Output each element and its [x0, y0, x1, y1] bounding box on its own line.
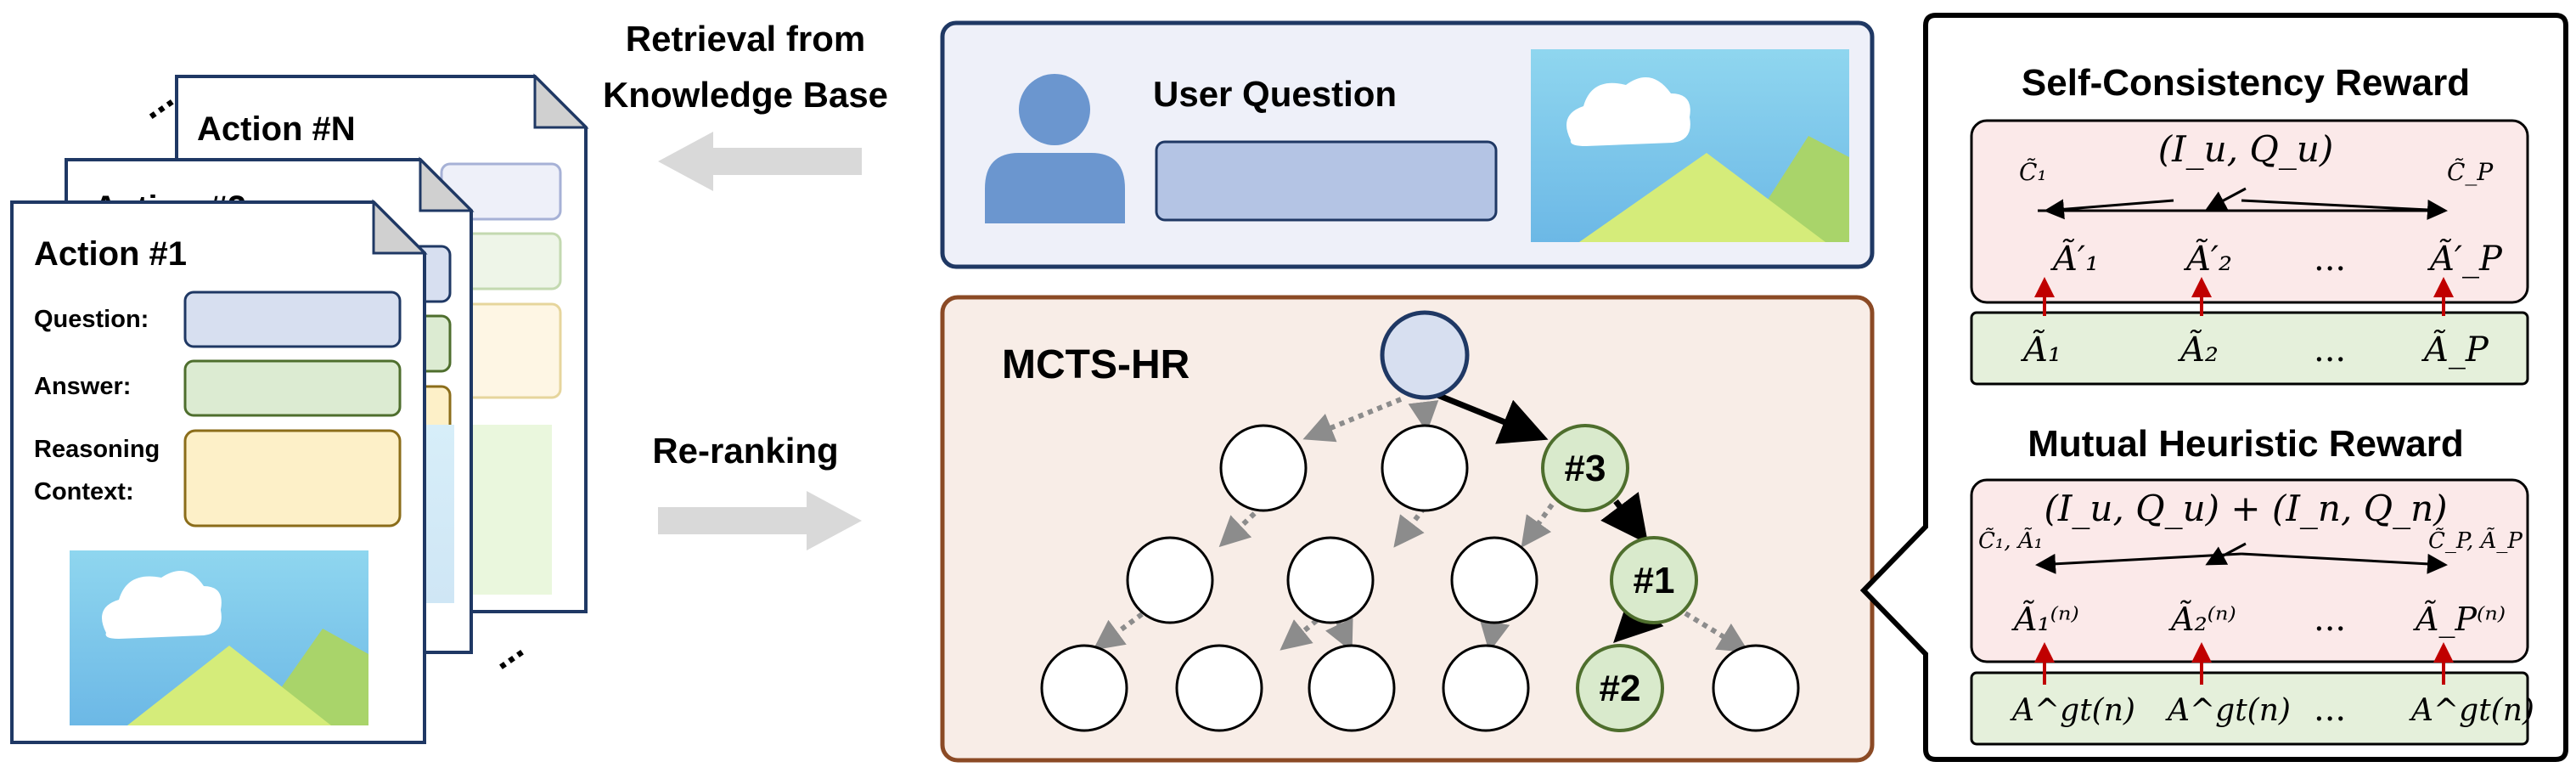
sc-red-arrows	[2034, 277, 2454, 316]
sc-a2-prime: Ã′₂	[2183, 239, 2232, 279]
sc-cp: C̃_P	[2447, 158, 2494, 186]
node-3-label: #3	[1565, 448, 1606, 489]
tree-node	[1712, 644, 1800, 732]
mh-arrows	[2035, 542, 2448, 574]
tree-node	[1040, 644, 1128, 732]
tree-node	[1219, 424, 1308, 512]
action-cards: Action #N ... Action #2 ... Action #1 Qu…	[10, 73, 589, 744]
retrieval-label: Retrieval from Knowledge Base	[603, 19, 888, 115]
reranking-arrow	[658, 491, 862, 550]
mh-a2n: Ã₂⁽ⁿ⁾	[2168, 601, 2236, 638]
svg-text:Knowledge Base: Knowledge Base	[603, 75, 888, 115]
mh-right-label: C̃_P, Ã_P	[2428, 527, 2523, 554]
selected-path	[1436, 392, 1664, 643]
node-3	[1541, 424, 1629, 512]
mh-ellipsis-2: ...	[2314, 690, 2346, 729]
card-dots-top: ...	[132, 76, 181, 127]
mh-a1n: Ã₁⁽ⁿ⁾	[2011, 601, 2079, 638]
tree-node	[1286, 536, 1375, 624]
tree-node	[1126, 536, 1214, 624]
mh-green-box	[1970, 671, 2529, 746]
sc-c1: C̃₁	[2019, 158, 2047, 186]
mh-left-label: C̃₁, Ã₁	[1978, 527, 2043, 554]
folded-corner	[372, 199, 428, 255]
card-n-title: Action #N	[197, 110, 356, 148]
question-input-box	[1155, 140, 1498, 222]
node-1	[1610, 536, 1698, 624]
mh-gt-p: A^gt(n)	[2409, 693, 2534, 728]
svg-text:Retrieval from: Retrieval from	[626, 19, 865, 59]
sc-a2: Ã₂	[2177, 330, 2219, 370]
sc-query: (I_u, Q_u)	[2158, 128, 2334, 170]
tree-node	[1450, 536, 1538, 624]
action-card-1: Action #1 Question: Answer: Reasoning Co…	[10, 199, 428, 744]
sc-ap: Ã_P	[2421, 330, 2489, 370]
reranking-label: Re-ranking	[652, 431, 838, 471]
root-node	[1380, 310, 1470, 400]
sc-green-box	[1970, 311, 2529, 386]
reasoning-label-2: Context:	[34, 478, 134, 505]
mh-gt-1: A^gt(n)	[2010, 693, 2135, 728]
reasoning-label-1: Reasoning	[34, 436, 160, 463]
sc-ellipsis-2: ...	[2314, 330, 2346, 370]
mh-red-arrows	[2034, 642, 2454, 685]
node-2	[1576, 644, 1664, 732]
mh-query: (I_u, Q_u) + (I_n, Q_n)	[2044, 488, 2447, 529]
card-1-title: Action #1	[34, 235, 187, 273]
landscape-image-icon	[1531, 49, 1849, 242]
self-consistency-title: Self-Consistency Reward	[2022, 62, 2470, 104]
answer-label: Answer:	[34, 373, 131, 400]
folded-corner	[419, 156, 475, 212]
node-2-label: #2	[1600, 668, 1641, 709]
mh-ellipsis: ...	[2314, 600, 2346, 639]
mh-apn: Ã_P⁽ⁿ⁾	[2413, 601, 2506, 639]
tree-node	[1175, 644, 1263, 732]
user-icon	[985, 74, 1125, 223]
sc-arrows	[2038, 187, 2448, 220]
user-question-label: User Question	[1153, 74, 1397, 114]
mutual-title: Mutual Heuristic Reward	[2028, 423, 2463, 465]
question-box	[183, 291, 402, 348]
tree-node	[1442, 644, 1530, 732]
mh-pink-box	[1970, 478, 2529, 663]
folded-corner	[533, 73, 589, 129]
user-question-panel: User Question	[940, 20, 1875, 269]
mcts-title: MCTS-HR	[1002, 342, 1190, 387]
reward-panel: Self-Consistency Reward (I_u, Q_u) C̃₁ C…	[1859, 13, 2568, 762]
sc-a1: Ã₁	[2020, 330, 2061, 370]
mh-gt-2: A^gt(n)	[2165, 693, 2291, 728]
tree-node	[1308, 644, 1396, 732]
reasoning-box	[183, 429, 402, 528]
landscape-image-icon	[70, 550, 368, 725]
node-1-label: #1	[1634, 560, 1675, 601]
card-dots-bottom: ...	[481, 626, 531, 678]
sc-ap-prime: Ã′_P	[2427, 239, 2503, 279]
tree-node	[1381, 424, 1469, 512]
sc-ellipsis: ...	[2314, 240, 2346, 279]
mcts-panel: MCTS-HR #3 #1	[940, 295, 1875, 763]
answer-box	[183, 359, 402, 417]
sc-a1-prime: Ã′₁	[2050, 239, 2099, 279]
question-label: Question:	[34, 306, 149, 333]
retrieval-arrow	[658, 132, 862, 191]
